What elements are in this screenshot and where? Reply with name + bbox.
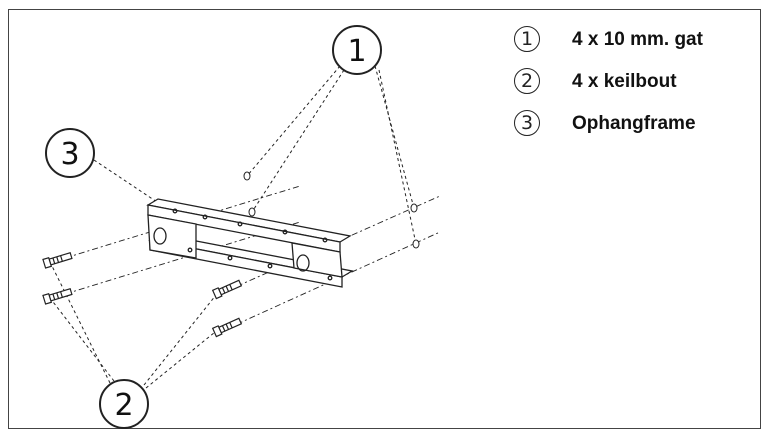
legend-number-1: 1 xyxy=(514,26,540,52)
callout-3-label: 3 xyxy=(60,137,79,172)
legend-label-3: Ophangframe xyxy=(572,113,696,134)
callout-2-circle xyxy=(99,379,149,429)
callout-2-label: 2 xyxy=(114,388,133,423)
wedge-bolts xyxy=(42,251,243,338)
legend-number-3: 3 xyxy=(514,110,540,136)
legend-label-1: 4 x 10 mm. gat xyxy=(572,29,703,50)
callout-1-label: 1 xyxy=(347,34,366,69)
legend-number-2: 2 xyxy=(514,68,540,94)
wall-holes xyxy=(243,171,420,249)
diagram-frame xyxy=(8,9,761,429)
callout-1-circle xyxy=(332,25,382,75)
legend-label-2: 4 x keilbout xyxy=(572,71,677,92)
hanging-frame xyxy=(146,198,354,288)
callout-3-circle xyxy=(45,128,95,178)
leader-lines xyxy=(49,65,417,389)
